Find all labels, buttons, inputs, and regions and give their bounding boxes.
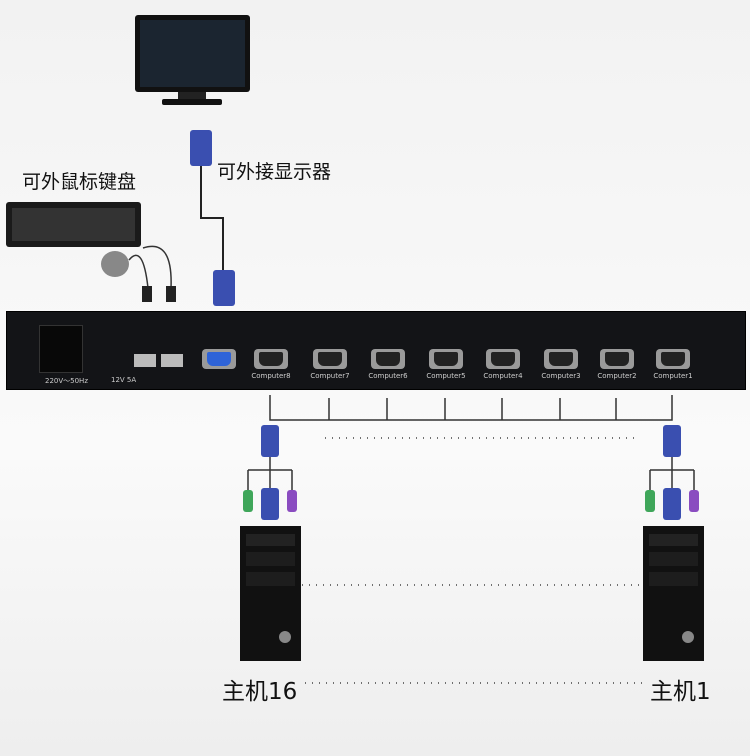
power-label: 220V～50Hz [45,377,88,385]
keyboard-mouse-label: 可外鼠标键盘 [22,171,137,193]
port-label: Computer5 [426,372,466,380]
vga-port-computer6[interactable] [371,349,405,369]
port-label: Computer8 [251,372,291,380]
vga-port-computer2[interactable] [600,349,634,369]
vga-port-computer8[interactable] [254,349,288,369]
host1-label: 主机1 [650,679,711,705]
keyboard-mouse-icon [6,202,176,302]
port-label: Computer3 [541,372,581,380]
host16-computer [240,425,301,661]
vga-port-computer7[interactable] [313,349,347,369]
usb-mouse-port[interactable] [161,354,183,367]
vga-port-computer4[interactable] [486,349,520,369]
vga-port-computer5[interactable] [429,349,463,369]
vga-port-computer1[interactable] [656,349,690,369]
vga-monitor-port[interactable] [202,349,236,369]
port-label: Computer1 [653,372,693,380]
host1-computer [643,425,704,661]
port-label: Computer4 [483,372,523,380]
power-socket [39,325,83,373]
monitor-label: 可外接显示器 [217,161,332,183]
vga-port-computer3[interactable] [544,349,578,369]
host16-label: 主机16 [222,679,298,705]
dc-label: 12V 5A [111,376,137,384]
usb-keyboard-port[interactable] [134,354,156,367]
port-label: Computer2 [597,372,637,380]
monitor-icon [135,15,250,105]
port-label: Computer7 [310,372,350,380]
port-label: Computer6 [368,372,408,380]
kvm-switch-panel: 220V～50Hz 12V 5A Computer8 Computer7 Compu… [6,311,746,390]
vga-cable-monitor [190,130,235,306]
